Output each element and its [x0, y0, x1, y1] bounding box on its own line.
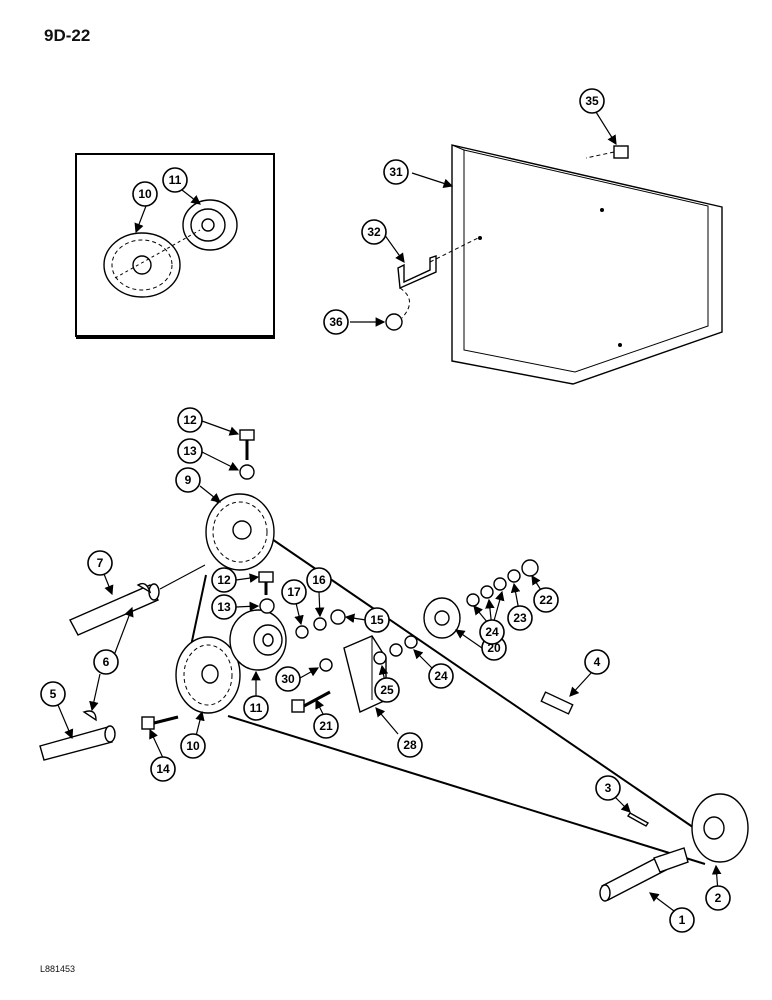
callout-31: 31: [383, 159, 409, 185]
shafts: [39, 564, 206, 761]
svg-text:22: 22: [539, 593, 553, 607]
svg-text:6: 6: [103, 655, 110, 669]
svg-text:9: 9: [185, 473, 192, 487]
callout-24-right: 24: [479, 619, 505, 645]
svg-text:17: 17: [287, 585, 301, 599]
svg-text:1: 1: [679, 913, 686, 927]
svg-text:24: 24: [485, 625, 499, 639]
callout-4: 4: [584, 649, 610, 675]
callout-13-top: 13: [177, 438, 203, 464]
callout-11-inset: 11: [162, 167, 188, 193]
callout-36: 36: [323, 309, 349, 335]
callout-9: 9: [175, 467, 201, 493]
callout-28: 28: [397, 732, 423, 758]
callout-16: 16: [306, 567, 332, 593]
svg-text:35: 35: [585, 94, 599, 108]
svg-text:36: 36: [329, 315, 343, 329]
callout-21: 21: [313, 713, 339, 739]
callout-22: 22: [533, 587, 559, 613]
svg-text:12: 12: [217, 573, 231, 587]
svg-text:32: 32: [367, 225, 381, 239]
svg-text:5: 5: [50, 687, 57, 701]
svg-text:10: 10: [138, 187, 152, 201]
callout-17: 17: [281, 579, 307, 605]
svg-text:30: 30: [281, 672, 295, 686]
svg-text:24: 24: [434, 669, 448, 683]
callout-30: 30: [275, 666, 301, 692]
svg-text:31: 31: [389, 165, 403, 179]
callout-15: 15: [364, 607, 390, 633]
callout-13-mid: 13: [211, 594, 237, 620]
svg-text:15: 15: [370, 613, 384, 627]
callout-5: 5: [40, 681, 66, 707]
callout-12-mid: 12: [211, 567, 237, 593]
page-number: 9D-22: [44, 26, 91, 45]
callout-35: 35: [579, 88, 605, 114]
shield-panel: [451, 144, 723, 385]
callout-3: 3: [595, 775, 621, 801]
svg-text:3: 3: [605, 781, 612, 795]
svg-text:23: 23: [513, 611, 527, 625]
callout-6: 6: [93, 649, 119, 675]
svg-text:11: 11: [169, 173, 182, 187]
svg-text:2: 2: [715, 891, 722, 905]
svg-text:25: 25: [380, 683, 394, 697]
svg-text:21: 21: [319, 719, 333, 733]
svg-text:13: 13: [217, 600, 231, 614]
svg-text:28: 28: [403, 738, 417, 752]
callout-12-top: 12: [177, 407, 203, 433]
callout-10: 10: [180, 733, 206, 759]
svg-text:16: 16: [312, 573, 326, 587]
callout-24-left: 24: [428, 663, 454, 689]
callout-14: 14: [150, 756, 176, 782]
callout-1: 1: [669, 907, 695, 933]
svg-text:12: 12: [183, 413, 197, 427]
svg-text:13: 13: [183, 444, 197, 458]
callout-25: 25: [374, 677, 400, 703]
callout-2: 2: [705, 885, 731, 911]
figure-code: L881453: [40, 964, 76, 974]
svg-text:7: 7: [97, 556, 104, 570]
callout-10-inset: 10: [132, 181, 158, 207]
callout-23: 23: [507, 605, 533, 631]
svg-text:11: 11: [250, 701, 263, 715]
svg-text:10: 10: [186, 739, 200, 753]
callout-32: 32: [361, 219, 387, 245]
svg-text:14: 14: [156, 762, 170, 776]
callout-7: 7: [87, 550, 113, 576]
leader-lines: [57, 111, 722, 918]
callout-11: 11: [243, 695, 269, 721]
svg-text:4: 4: [594, 655, 601, 669]
